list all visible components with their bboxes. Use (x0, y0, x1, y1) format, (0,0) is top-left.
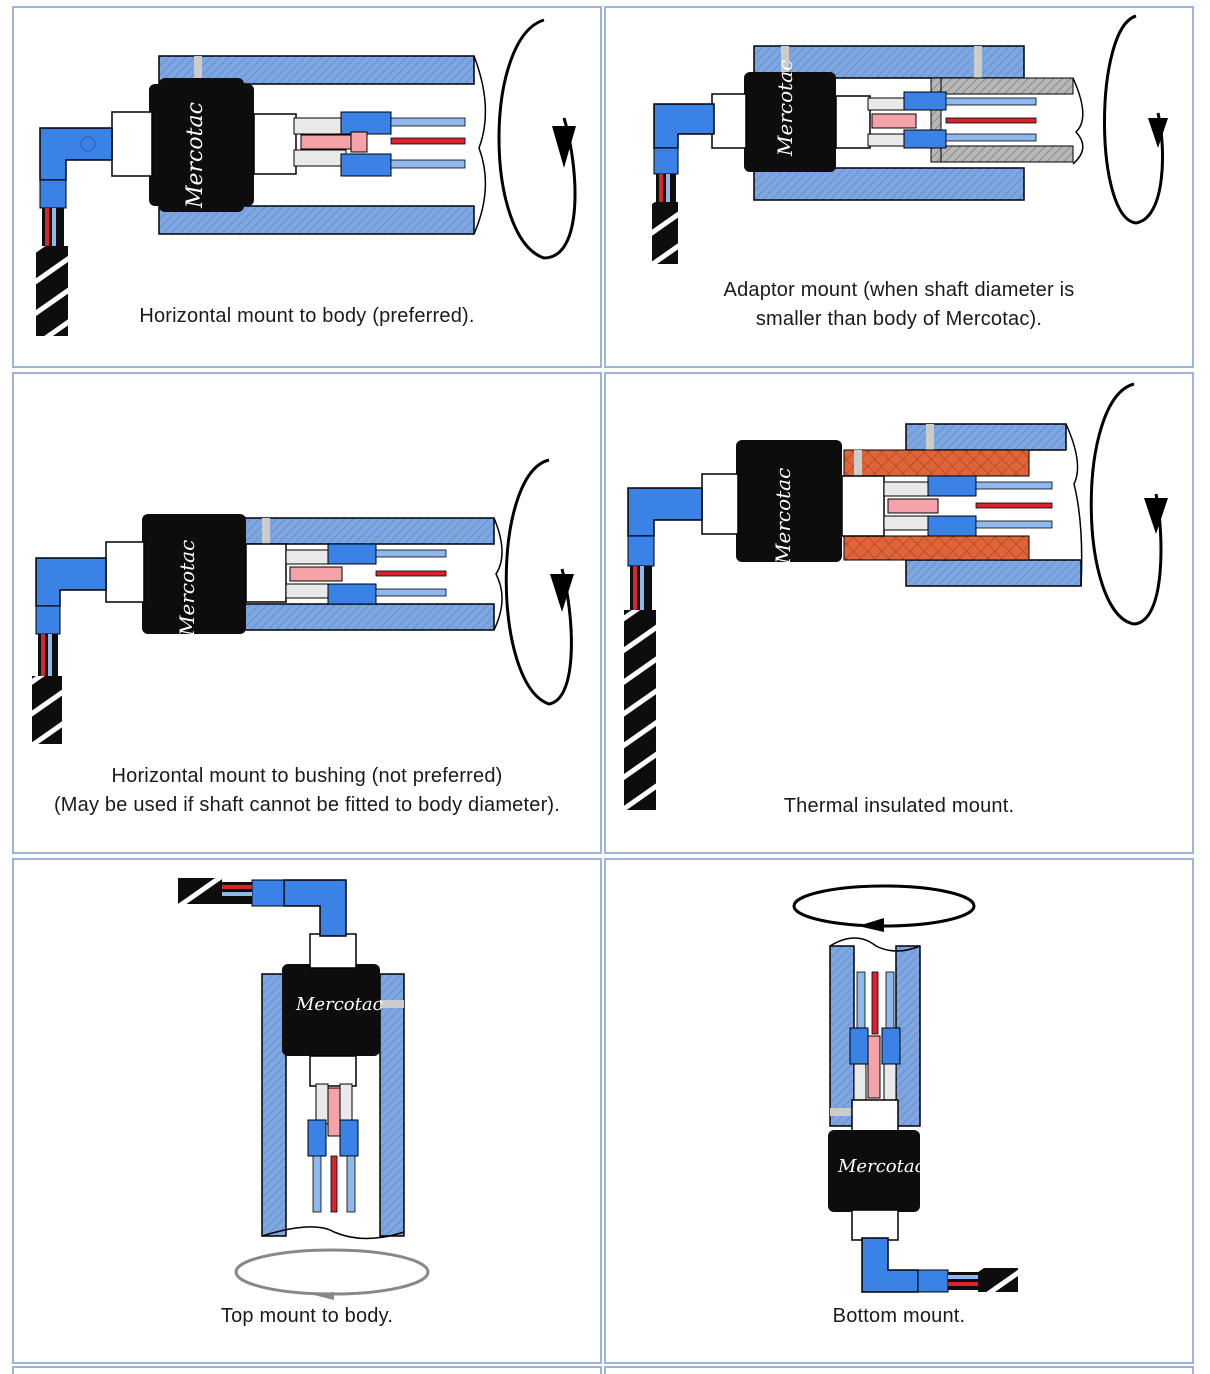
caption-line: Horizontal mount to bushing (not preferr… (111, 765, 503, 787)
panel-horizontal-bushing: Mercotac Horizontal mount to bushing (no… (12, 372, 602, 854)
caption-line: Top mount to body. (220, 1305, 394, 1327)
brand-label: Mercotac (295, 994, 383, 1015)
caption-bottom: Bottom mount. (606, 1302, 1192, 1331)
panel-horizontal-body: Mercotac Horizon (12, 6, 602, 368)
caption-line: Adaptor mount (when shaft diameter is (723, 279, 1075, 301)
thermal-illustration: Mercotac (624, 382, 1168, 810)
caption-line: (May be used if shaft cannot be fitted t… (53, 794, 561, 816)
brand-label: Mercotac (175, 540, 199, 637)
caption-line: Bottom mount. (832, 1305, 966, 1327)
caption-line: smaller than body of Mercotac). (755, 308, 1043, 330)
brand-label: Mercotac (183, 102, 208, 209)
panel-next-row-right (604, 1366, 1194, 1374)
caption-line: Thermal insulated mount. (783, 795, 1015, 817)
caption-line: Horizontal mount to body (preferred). (139, 305, 475, 327)
panel-bottom: Mercotac Bottom mount. (604, 858, 1194, 1364)
caption-top: Top mount to body. (14, 1302, 600, 1331)
caption-thermal: Thermal insulated mount. (606, 792, 1192, 821)
brand-label: Mercotac (773, 60, 797, 157)
brand-label: Mercotac (771, 468, 795, 565)
horizontal-bushing-illustration: Mercotac (32, 458, 574, 744)
panel-top: Mercotac Top mount to body. (12, 858, 602, 1364)
bottom-mount-illustration: Mercotac (792, 884, 1018, 1293)
horizontal-body-illustration: Mercotac (36, 18, 577, 336)
caption-horizontal-bushing: Horizontal mount to bushing (not preferr… (14, 762, 600, 820)
caption-adaptor: Adaptor mount (when shaft diameter is sm… (606, 276, 1192, 334)
panel-adaptor: Mercotac Adaptor mount (when shaft diame… (604, 6, 1194, 368)
panel-next-row-left (12, 1366, 602, 1374)
adaptor-illustration: Mercotac (652, 14, 1168, 264)
top-mount-illustration: Mercotac (178, 878, 430, 1300)
caption-horizontal-body: Horizontal mount to body (preferred). (14, 302, 600, 331)
panel-thermal: Mercotac Thermal insulated mount. (604, 372, 1194, 854)
brand-label: Mercotac (837, 1156, 925, 1177)
